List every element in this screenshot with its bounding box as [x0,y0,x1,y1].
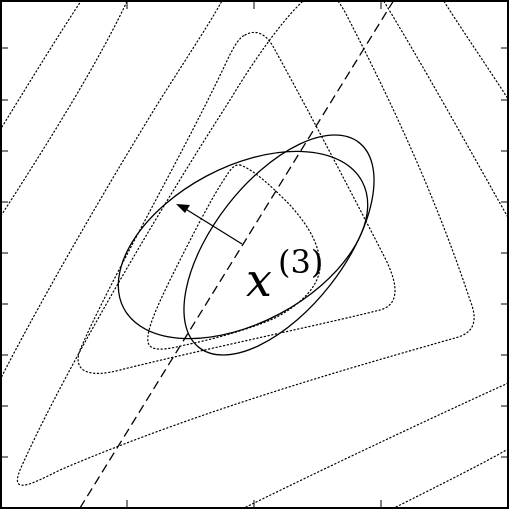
ellipse-wide [117,150,369,340]
ellipse-tilted [183,134,375,356]
direction-arrow [176,204,243,245]
contour-4c [0,0,224,381]
contour-4a [382,0,509,221]
ticks-right [501,47,508,458]
ticks-left [1,47,8,458]
contour-6b [390,447,509,509]
dashed-line [79,0,395,509]
contour-6a [240,382,509,509]
point-label-superscript: (3) [278,243,323,281]
contour-3 [16,0,475,486]
ticks-bottom [126,500,382,508]
point-label-variable: x [246,253,272,307]
contour-4b [0,0,129,219]
contour-1 [147,164,321,350]
arrow-shaft [183,207,243,245]
ellipses [117,134,375,356]
contour-2 [77,31,396,374]
arrow-head [176,204,190,213]
contour-5b [442,0,509,102]
contour-5a [0,0,83,131]
